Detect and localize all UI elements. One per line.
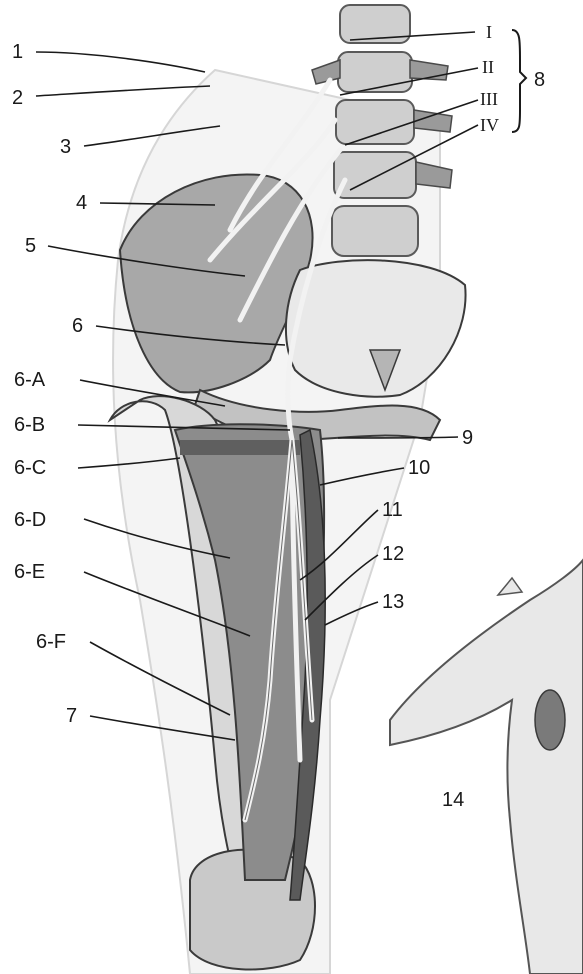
- label-9: 9: [462, 428, 473, 448]
- adductor-dark-band: [180, 440, 300, 455]
- label-5: 5: [25, 236, 36, 256]
- label-2: 2: [12, 88, 23, 108]
- label-1: 1: [12, 42, 23, 62]
- inset-leg: [390, 560, 583, 974]
- label-8: 8: [534, 70, 545, 90]
- lumbar-spine: [332, 5, 418, 256]
- label-6-d: 6-D: [14, 510, 46, 530]
- inset-sensory-area: [535, 690, 565, 750]
- label-6-f: 6-F: [36, 632, 66, 652]
- label-10: 10: [408, 458, 430, 478]
- label-4: 4: [76, 193, 87, 213]
- label-14: 14: [442, 790, 464, 810]
- label-roman-iii: III: [480, 90, 498, 108]
- label-6-e: 6-E: [14, 562, 45, 582]
- label-6-a: 6-A: [14, 370, 45, 390]
- label-roman-i: I: [486, 23, 492, 41]
- label-roman-iv: IV: [480, 116, 499, 134]
- label-6-b: 6-B: [14, 415, 45, 435]
- bracket-8: [512, 30, 526, 132]
- label-11: 11: [382, 500, 403, 520]
- label-13: 13: [382, 592, 404, 612]
- label-roman-ii: II: [482, 58, 494, 76]
- label-12: 12: [382, 544, 404, 564]
- label-6: 6: [72, 316, 83, 336]
- inset-leg-foot: [498, 578, 522, 595]
- label-7: 7: [66, 706, 77, 726]
- sacrum: [286, 260, 466, 397]
- label-6-c: 6-C: [14, 458, 46, 478]
- label-3: 3: [60, 137, 71, 157]
